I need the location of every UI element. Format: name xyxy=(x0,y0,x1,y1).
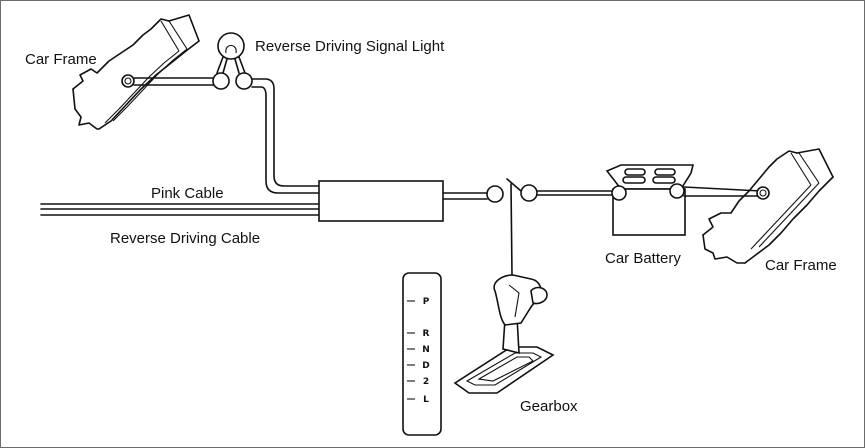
gear-position-r: R xyxy=(423,329,430,339)
battery-to-frame xyxy=(683,186,762,197)
switch-to-battery xyxy=(536,190,614,196)
main-cables xyxy=(40,203,320,216)
car-frame-right-label: Car Frame xyxy=(765,257,837,274)
car-battery xyxy=(605,164,695,236)
pink-cable-label: Pink Cable xyxy=(151,185,224,202)
connector-box xyxy=(318,180,444,222)
gearbox-shifter xyxy=(453,274,555,394)
signal-light xyxy=(133,32,253,90)
box-to-switch xyxy=(442,178,538,276)
car-frame-left-label: Car Frame xyxy=(25,51,97,68)
gear-position-2: 2 xyxy=(423,377,429,387)
gear-position-d: D xyxy=(422,361,429,371)
gear-position-n: N xyxy=(422,345,430,355)
car-frame-left-beam xyxy=(72,14,200,130)
gear-selector-scale xyxy=(402,272,442,436)
light-to-box-cable xyxy=(251,78,320,194)
gearbox-label: Gearbox xyxy=(520,398,578,415)
gear-position-l: L xyxy=(423,395,429,405)
signal-light-label: Reverse Driving Signal Light xyxy=(255,38,445,55)
switch-terminal-left xyxy=(486,185,504,203)
reverse-cable-label: Reverse Driving Cable xyxy=(110,230,261,247)
gear-position-p: P xyxy=(423,297,430,307)
gear-position-letters: P RND 2L xyxy=(422,297,430,405)
car-frame-right-beam xyxy=(702,148,834,264)
car-battery-label: Car Battery xyxy=(605,250,681,267)
switch-terminal-right xyxy=(520,184,538,202)
